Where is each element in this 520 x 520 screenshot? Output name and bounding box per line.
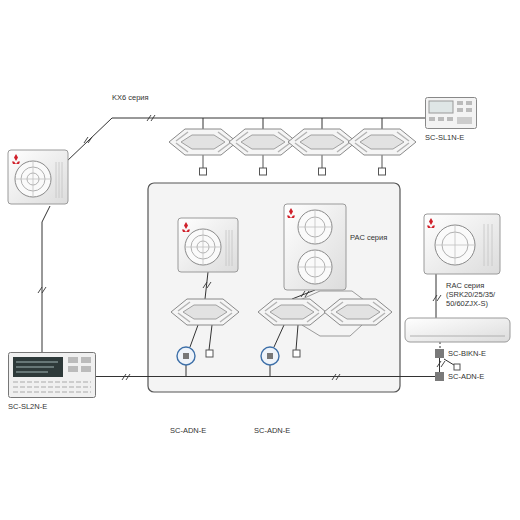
central-controller: SC-SL2N-E: [8, 352, 96, 411]
kx6-system-part: [203, 118, 382, 129]
central-controller-icon: [8, 352, 96, 398]
controller-icon-part: [457, 101, 463, 105]
rac-outdoor-unit-part: [435, 225, 475, 265]
central-controller-icon-part: [81, 357, 91, 363]
rac-wiring-part: [440, 342, 441, 349]
pac-region: [148, 183, 400, 392]
central-controller-icon-part: [81, 366, 91, 372]
kx6-system-part: [260, 168, 267, 175]
controller-icon-part: [429, 101, 453, 113]
controller-icon-part: [429, 117, 435, 121]
adapter-symbol: [177, 347, 300, 365]
pac-wiring-part: [296, 325, 298, 350]
wire-mark: [147, 115, 155, 121]
pac-wiring-part: [205, 272, 208, 299]
pac-outdoor-unit-large: [284, 204, 346, 290]
central-controller-icon-part: [13, 382, 91, 392]
adapter-symbol-part: [206, 350, 213, 357]
central-controller-icon-part: [9, 353, 96, 398]
kx6-system-part: [203, 155, 382, 168]
controller-icon-part: [438, 117, 444, 121]
wire-mark: [433, 295, 441, 301]
device-label: SC-BIKN-E: [448, 349, 486, 358]
controller-icon: [425, 97, 477, 129]
rac-wall-unit: [405, 318, 510, 342]
wire-mark: [84, 137, 92, 143]
part-label: SC-ADN-E: [254, 426, 290, 435]
pac-outdoor-unit: [178, 218, 238, 272]
kx6-system-part: [379, 168, 386, 175]
device-label: SC-SL1N-E: [425, 133, 477, 142]
rac-outdoor-unit-part: [484, 224, 492, 266]
series-label: RAC серия: [446, 281, 484, 290]
adapter-symbol-part: [177, 347, 195, 365]
model-note: (SRK20/25/35/ 50/60ZJX-S): [446, 290, 502, 308]
adapter-symbol-part: [183, 353, 189, 359]
kx6-system-part: [200, 168, 207, 175]
adapter-symbol-part: [293, 350, 300, 357]
interface-adapter: SC-BIKN-E: [435, 349, 486, 358]
rac-wall-unit-part: [410, 336, 505, 337]
wire-mark: [203, 282, 211, 288]
pac-cassette: [171, 299, 239, 325]
central-controller-icon-part: [13, 357, 63, 377]
pac-cassette: [258, 299, 326, 325]
kx6-system-part: [42, 206, 50, 352]
kx6-system: [42, 118, 425, 352]
kx6-cassette: [229, 129, 297, 155]
rac-wiring-part: [454, 364, 460, 370]
rac-wiring-part: [444, 359, 454, 365]
pac-outdoor-unit-large-part: [298, 210, 332, 284]
device-label: SC-ADN-E: [448, 372, 484, 381]
rac-outdoor-unit-part: [435, 225, 475, 265]
kx6-outdoor-unit: [8, 150, 68, 204]
series-label: PAC серия: [350, 233, 387, 242]
rac-outdoor-unit-part: [424, 214, 500, 274]
controller-icon-part: [466, 108, 472, 112]
kx6-cassette: [348, 129, 416, 155]
wire-mark: [301, 291, 309, 297]
device-icon: [8, 352, 96, 398]
device-icon: [425, 97, 477, 129]
adapter-square: [435, 349, 444, 358]
adapter-square: [435, 372, 444, 381]
bus-wire: [96, 376, 435, 377]
wire-mark: [38, 287, 46, 293]
adapter-symbol-part: [261, 347, 279, 365]
pac-outdoor-unit-large-part: [287, 208, 295, 218]
central-controller-icon-part: [68, 357, 78, 363]
kx6-cassette: [288, 129, 356, 155]
part-label: SC-ADN-E: [170, 426, 206, 435]
central-controller-icon-part: [16, 362, 58, 372]
device-label: SC-SL2N-E: [8, 402, 96, 411]
pac-outdoor-unit-large-part: [284, 204, 346, 290]
interface-adapter: SC-ADN-E: [435, 372, 484, 381]
pac-wiring-part: [209, 325, 212, 350]
bus-wire: [439, 358, 440, 372]
controller-icon-part: [457, 108, 463, 112]
series-label: KX6 серия: [112, 93, 149, 102]
controller-icon-part: [466, 101, 472, 105]
adapter-symbol-part: [267, 353, 273, 359]
wire-mark: [437, 361, 445, 367]
rac-outdoor-unit-part: [427, 218, 435, 228]
controller-icon-part: [457, 117, 472, 124]
kx6-cassette: [169, 129, 237, 155]
controller-icon-part: [426, 98, 477, 129]
local-controller: SC-SL1N-E: [425, 97, 477, 142]
pac-cassette: [324, 299, 392, 325]
rac-wall-unit-part: [405, 318, 510, 342]
kx6-system-part: [319, 168, 326, 175]
central-controller-icon-part: [68, 366, 78, 372]
kx6-system-part: [66, 118, 425, 162]
rac-outdoor-unit: [424, 214, 500, 274]
controller-icon-part: [447, 117, 453, 121]
